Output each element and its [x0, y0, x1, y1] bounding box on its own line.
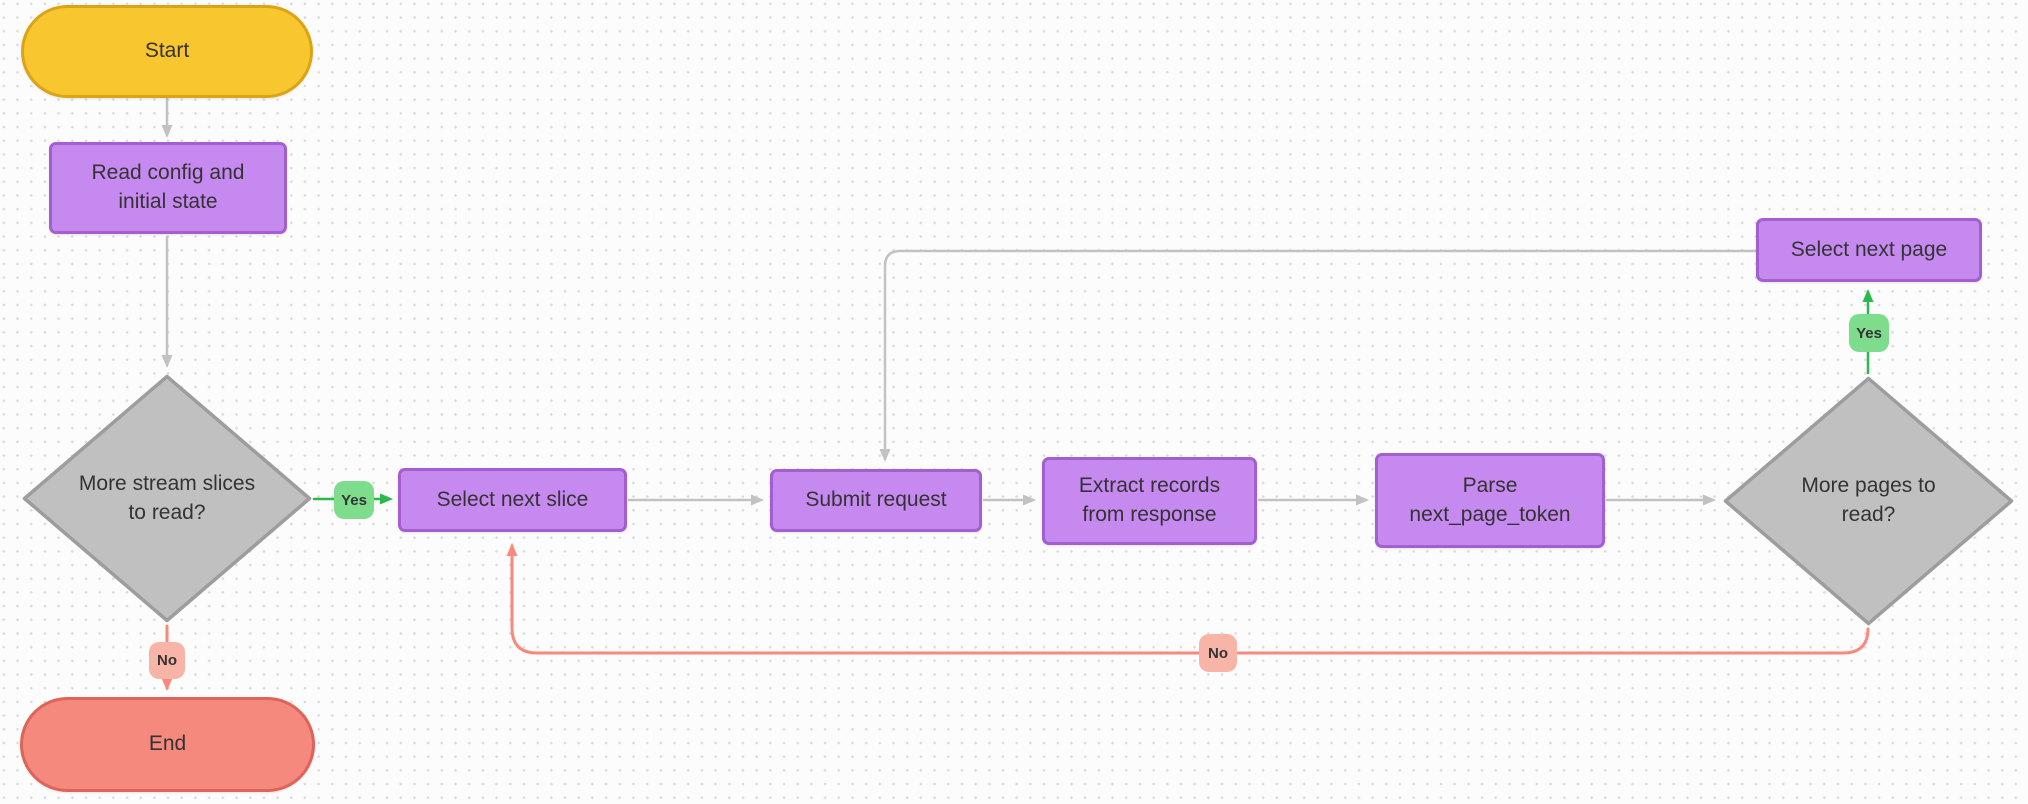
edge-select-page-to-submit — [879, 249, 1758, 462]
node-read-config-label: Read config and initial state — [91, 161, 245, 213]
edge-label-pages-no-text: No — [1208, 644, 1228, 662]
edge-label-slices-yes-text: Yes — [341, 491, 367, 509]
edge-label-pages-no: No — [1199, 634, 1237, 672]
node-end: End — [20, 697, 315, 792]
node-select-page-label: Select next page — [1790, 237, 1948, 261]
node-parse-token: Parse next_page_token — [1375, 453, 1605, 548]
node-more-slices: More stream slices to read? — [21, 373, 313, 624]
edge-label-slices-no: No — [149, 642, 185, 679]
node-select-slice-label: Select next slice — [436, 487, 589, 511]
edge-pages-no — [506, 543, 1870, 655]
node-submit-request-label: Submit request — [805, 488, 947, 512]
decision-diamond-shape — [22, 374, 312, 623]
node-read-config: Read config and initial state — [49, 142, 287, 234]
node-select-page: Select next page — [1756, 218, 1982, 282]
node-parse-token-label: Parse next_page_token — [1409, 473, 1571, 526]
node-submit-request: Submit request — [770, 469, 982, 532]
edge-label-pages-yes: Yes — [1849, 314, 1889, 352]
edge-label-slices-yes: Yes — [334, 481, 374, 519]
node-more-slices-label: More stream slices to read? — [78, 471, 256, 524]
node-end-label: End — [148, 732, 187, 756]
node-more-pages-label: More pages to read? — [1801, 474, 1936, 526]
edge-label-slices-no-text: No — [157, 652, 177, 669]
node-extract-records-label: Extract records from response — [1078, 474, 1221, 526]
decision-diamond-shape — [1723, 376, 2014, 626]
node-start-label: Start — [144, 39, 190, 63]
node-start: Start — [21, 5, 313, 98]
edge-label-pages-yes-text: Yes — [1856, 324, 1882, 342]
node-more-pages: More pages to read? — [1722, 375, 2015, 627]
node-extract-records: Extract records from response — [1042, 457, 1257, 545]
node-select-slice: Select next slice — [398, 468, 627, 532]
